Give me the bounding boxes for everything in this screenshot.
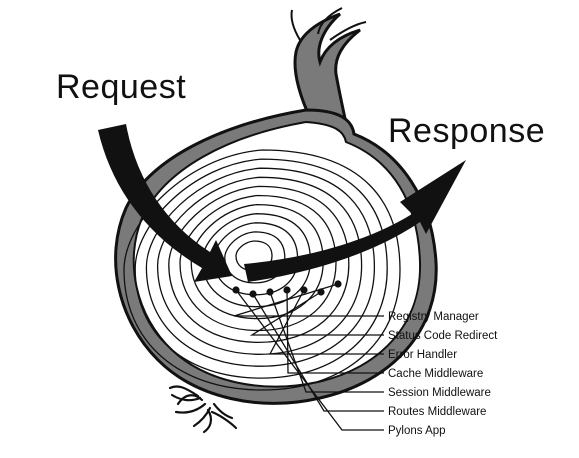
- layer-label: Cache Middleware: [388, 368, 483, 380]
- onion-ring: [224, 231, 286, 284]
- response-arrow: [244, 160, 466, 282]
- leader-line: [286, 289, 384, 374]
- leader-line: [252, 293, 384, 412]
- layer-label: Pylons App: [388, 425, 446, 437]
- leader-line: [235, 289, 384, 431]
- request-arrow: [98, 124, 232, 282]
- layer-dot: [334, 280, 342, 288]
- layer-label: Status Code Redirect: [388, 330, 498, 342]
- onion-ring: [123, 149, 401, 391]
- layer-dot: [317, 288, 325, 296]
- stem-fibers: [290, 7, 367, 41]
- onion-roots: [168, 385, 238, 434]
- layer-label: Registry Manager: [388, 311, 479, 323]
- onion-ring: [201, 213, 312, 308]
- layer-label: Session Middleware: [388, 387, 491, 399]
- leader-line: [268, 289, 384, 355]
- layer-dot: [249, 290, 257, 298]
- onion-stem: [293, 12, 361, 135]
- leader-line: [269, 291, 384, 393]
- layer-label: Routes Middleware: [388, 406, 486, 418]
- leader-line: [233, 283, 384, 317]
- request-label: Request: [56, 68, 187, 106]
- layer-label: Error Handler: [388, 349, 457, 361]
- layer-dot: [300, 286, 308, 294]
- layer-dot: [283, 286, 291, 294]
- layer-dot: [266, 288, 274, 296]
- leader-line: [249, 291, 384, 336]
- response-label: Response: [388, 112, 546, 150]
- layer-dot: [232, 286, 240, 294]
